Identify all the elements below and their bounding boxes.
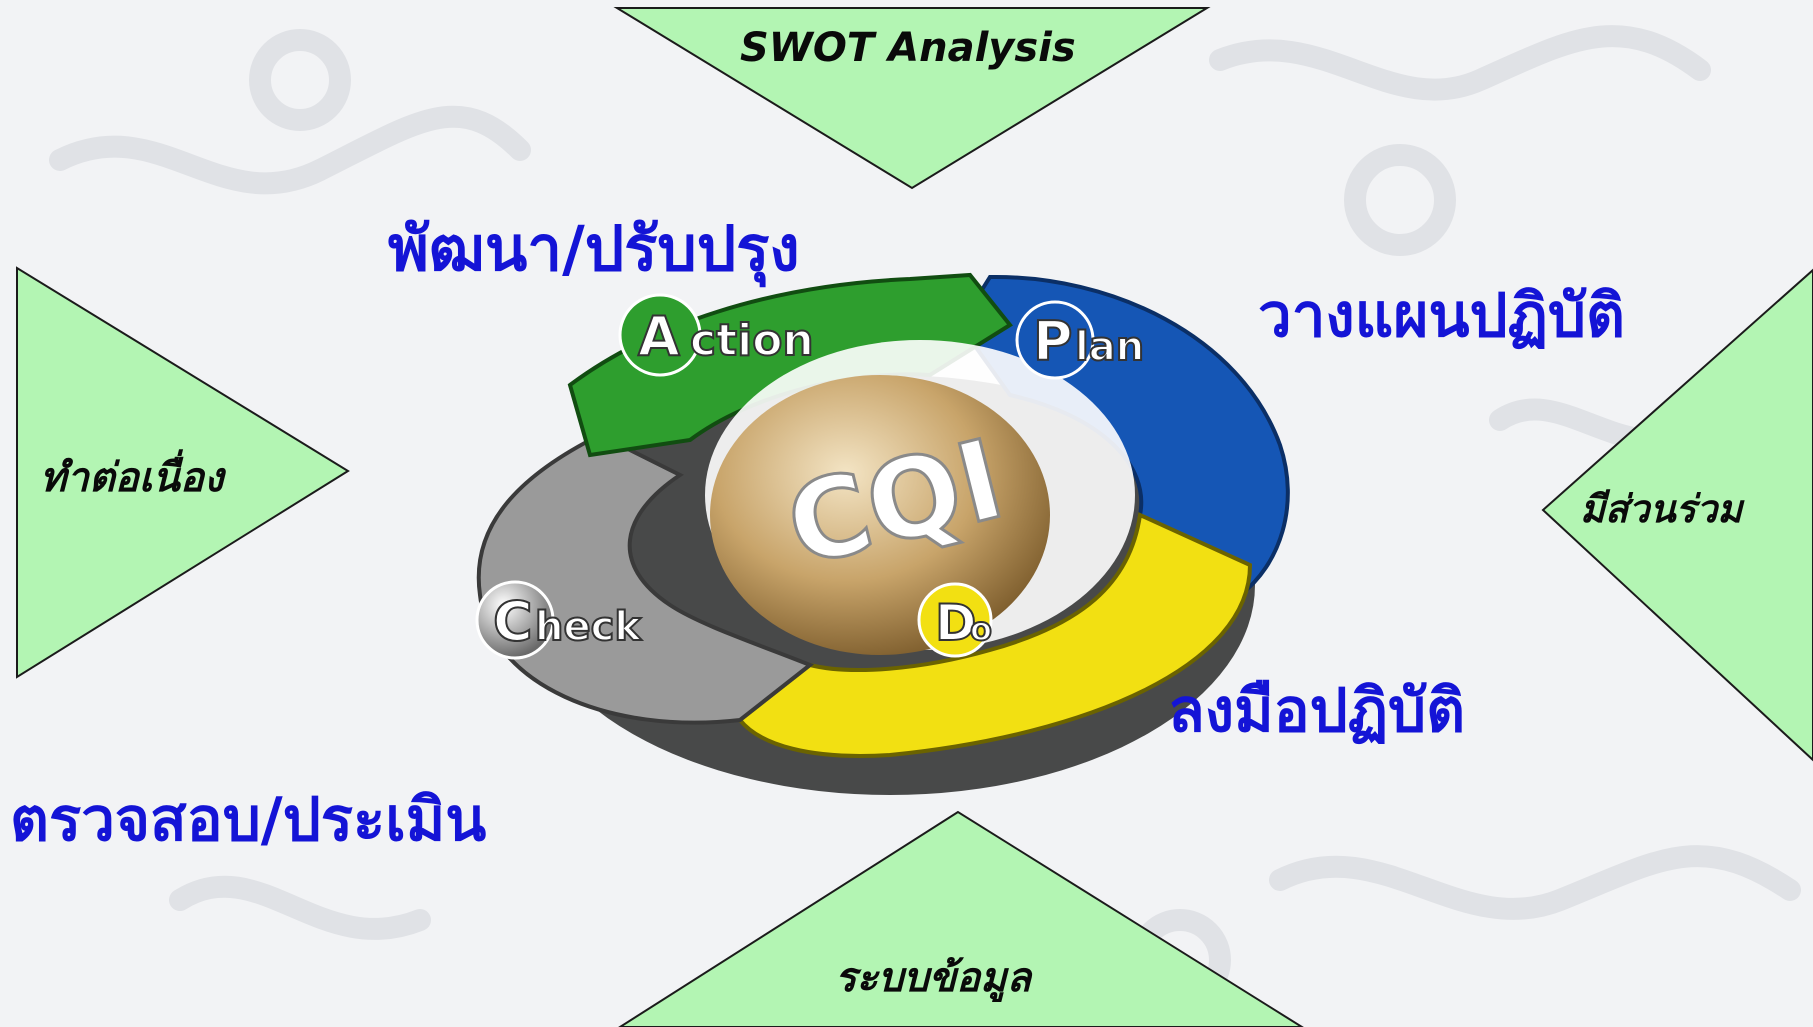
triangle-left-label: ทำต่อเนื่อง: [40, 455, 224, 501]
triangle-bottom: [618, 810, 1304, 1027]
triangle-left: [16, 266, 350, 679]
do-segment: [737, 512, 1253, 758]
action-initial: A: [638, 305, 680, 368]
do-rest: o: [970, 610, 992, 648]
plan-ball: [1015, 300, 1095, 380]
check-label: ตรวจสอบ/ประเมิน: [10, 785, 487, 855]
action-rest: ction: [690, 315, 814, 366]
triangle-top-label: SWOT Analysis: [740, 25, 1076, 71]
pdca-cycle: CQI A ction P lan C heck D o: [475, 272, 1290, 795]
triangle-right-label: มีส่วนร่วม: [1580, 487, 1743, 531]
do-label: ลงมือปฏิบัติ: [1168, 676, 1466, 746]
check-ball: [475, 580, 555, 660]
do-initial: D: [935, 594, 977, 652]
check-initial: C: [493, 590, 533, 653]
action-ball: [618, 293, 702, 377]
triangle-bottom-label: ระบบข้อมูล: [835, 955, 1031, 1001]
do-ball: [917, 582, 993, 658]
triangle-right: [1541, 268, 1813, 762]
action-label: พัฒนา/ปรับปรุง: [388, 212, 800, 285]
plan-initial: P: [1033, 310, 1073, 373]
plan-label: วางแผนปฏิบัติ: [1258, 281, 1625, 351]
check-segment: [476, 432, 814, 725]
plan-rest: lan: [1075, 324, 1144, 370]
check-rest: heck: [535, 604, 642, 650]
triangle-top: [613, 7, 1211, 190]
